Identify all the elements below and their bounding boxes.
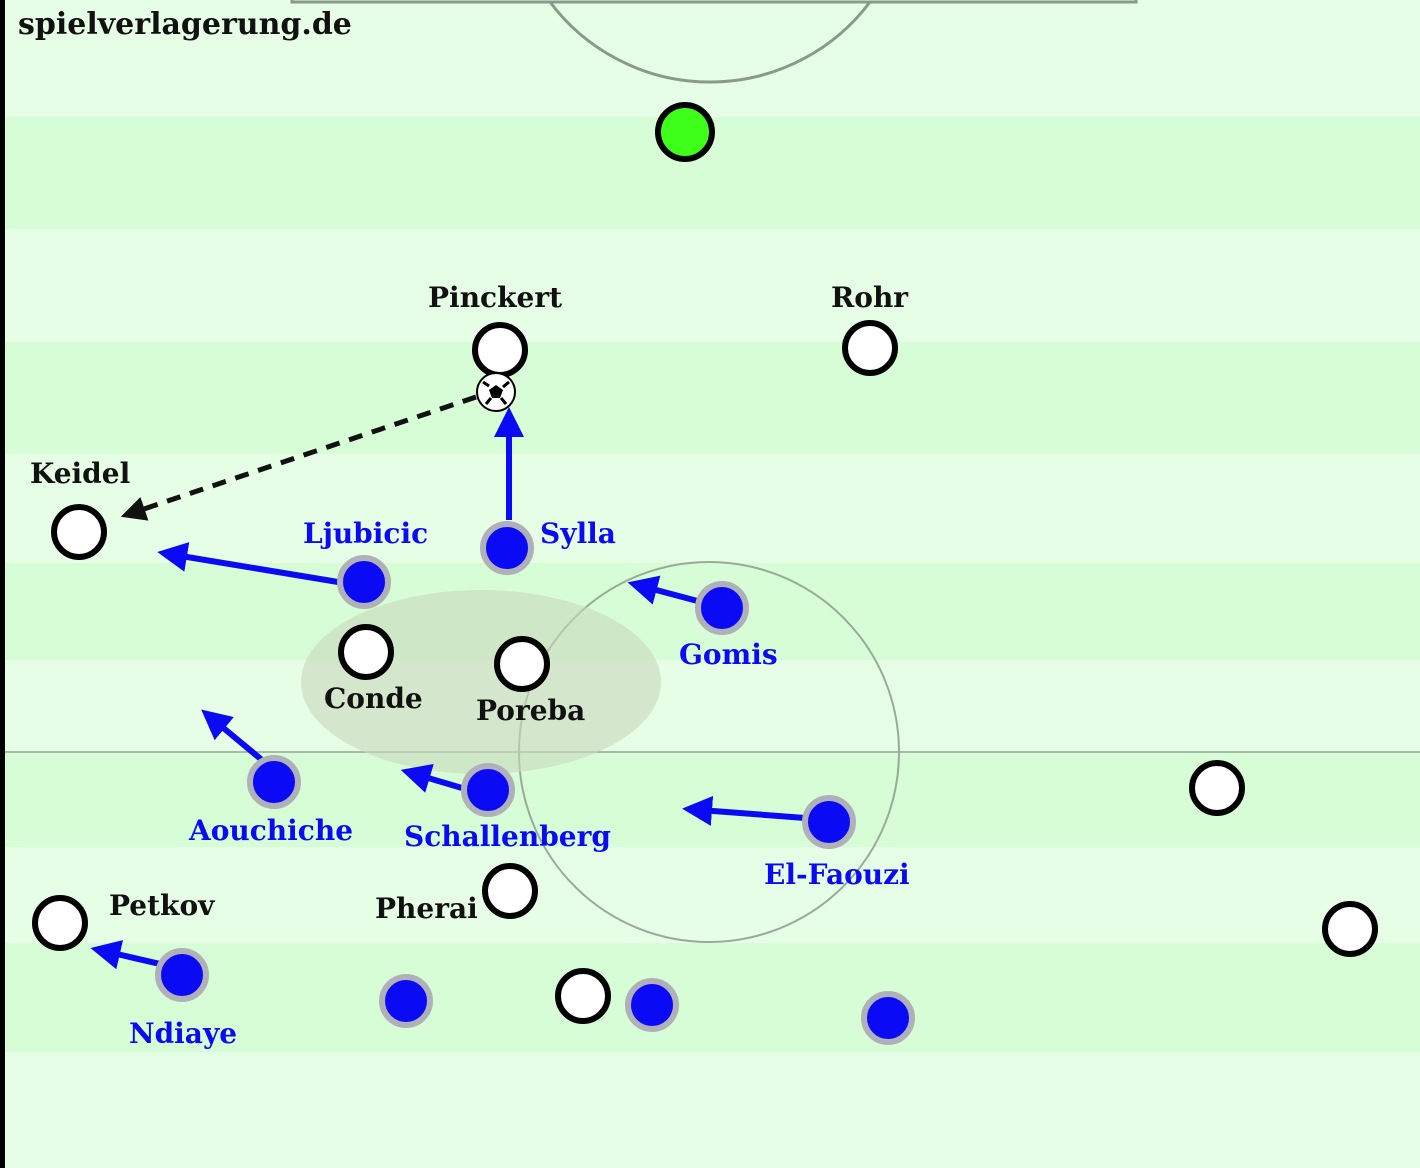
player-white-bottom (555, 968, 611, 1024)
goalkeeper (655, 102, 715, 162)
label-schallenberg: Schallenberg (404, 820, 611, 853)
label-sylla: Sylla (540, 517, 616, 550)
label-pinckert: Pinckert (428, 281, 562, 314)
player-petkov (32, 895, 88, 951)
player-rohr (842, 320, 898, 376)
player-ljubicic (337, 555, 391, 609)
label-poreba: Poreba (476, 694, 585, 727)
player-keidel (51, 504, 107, 560)
label-petkov: Petkov (109, 889, 215, 922)
penalty-box (290, 0, 1138, 4)
label-ndiaye: Ndiaye (129, 1017, 237, 1050)
pass-arrow (120, 394, 477, 521)
blue-team (155, 521, 915, 1045)
player-poreba (494, 636, 550, 692)
arrow-ljubicic (157, 542, 339, 585)
label-el-faouzi: El-Faouzi (764, 858, 910, 891)
ball-icon (476, 372, 516, 412)
player-el-faouzi (802, 795, 856, 849)
player-white-right (1189, 760, 1245, 816)
label-gomis: Gomis (679, 638, 778, 671)
player-conde (338, 624, 394, 680)
penalty-arc (548, 1, 872, 84)
label-conde: Conde (324, 682, 423, 715)
label-rohr: Rohr (831, 281, 909, 314)
label-ljubicic: Ljubicic (303, 517, 428, 550)
player-gomis (695, 581, 749, 635)
arrow-aouchiche (201, 709, 270, 768)
label-pherai: Pherai (375, 892, 478, 925)
arrow-gomis (627, 575, 706, 606)
label-aouchiche: Aouchiche (188, 814, 353, 847)
player-pinckert (472, 322, 528, 378)
player-blue-bottom-2 (625, 978, 679, 1032)
player-blue-bottom-1 (379, 974, 433, 1028)
player-sylla (480, 521, 534, 575)
highlight-zone (301, 590, 661, 774)
white-team (32, 320, 1378, 1024)
player-blue-bottom-3 (861, 991, 915, 1045)
pitch-border (0, 0, 5, 1168)
label-keidel: Keidel (30, 457, 130, 490)
player-ndiaye (155, 948, 209, 1002)
player-schallenberg (461, 763, 515, 817)
watermark: spielverlagerung.de (18, 7, 352, 42)
player-white-far-right (1322, 901, 1378, 957)
player-aouchiche (247, 755, 301, 809)
arrow-el-faouzi (682, 795, 806, 826)
arrow-schallenberg (400, 764, 463, 793)
player-pherai (482, 863, 538, 919)
